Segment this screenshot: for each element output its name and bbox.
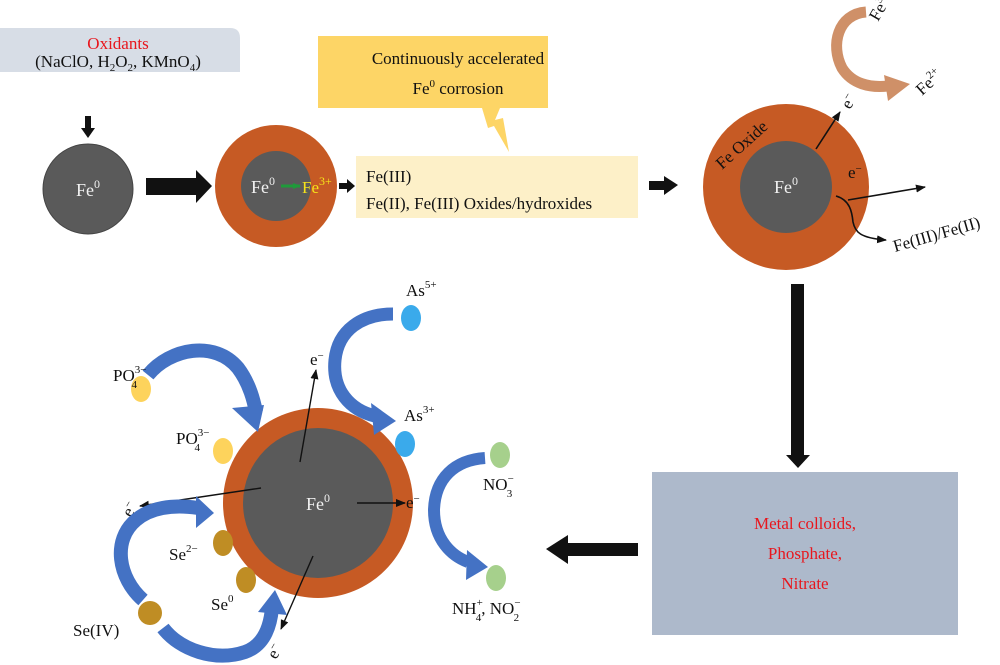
phosphate-dot-free <box>131 376 151 402</box>
oxidants-formula: (NaClO, H2O2, KMnO4) <box>35 52 201 74</box>
arsenic-arrowhead <box>371 403 396 435</box>
iron-core <box>241 151 311 221</box>
phosphate-dot-adsorbed <box>213 438 233 464</box>
selenium-lower-arrowhead <box>258 590 287 615</box>
products-line-1: Fe(III) <box>366 167 411 186</box>
products-box-background <box>356 156 638 218</box>
arrow-down-main <box>786 284 810 468</box>
outcome-line-2: Phosphate, <box>768 544 842 563</box>
products-line-2: Fe(II), Fe(III) Oxides/hydroxides <box>366 194 592 213</box>
electron-arrow-down <box>280 555 314 630</box>
redox-arrowhead <box>884 75 910 101</box>
oxidants-box-background <box>0 28 240 72</box>
arsenic-reduction: As5+ As3+ <box>328 279 437 457</box>
electron-arrow-up <box>299 369 319 463</box>
ammonium-nitrite-dot <box>486 565 506 591</box>
arrow-down-oxidant <box>81 116 95 138</box>
fe0-particle-main: Fe0 <box>223 408 413 598</box>
electron-label-up: e− <box>310 350 324 369</box>
electron-arrow-up <box>815 111 841 150</box>
corrosion-callout: Continuously accelerated Fe0 corrosion <box>318 36 548 152</box>
selenite-label: Se(IV) <box>73 621 119 640</box>
fe3-label: Fe3+ <box>302 174 332 197</box>
redox-fe2-label: Fe2+ <box>911 65 946 99</box>
electron-label-right: e− <box>848 163 862 182</box>
selenium0-label: Se0 <box>211 593 234 614</box>
arsenic-iii-label: As3+ <box>404 404 435 425</box>
selenium-upper-arrowhead <box>196 496 214 528</box>
callout-line-2: Fe0 corrosion <box>413 78 504 98</box>
nitrate-dot <box>490 442 510 468</box>
phosphate-label-free: PO3−4 <box>113 364 146 391</box>
nitrate-label: NO−3 <box>483 473 514 500</box>
oxidants-box: Oxidants (NaClO, H2O2, KMnO4) <box>0 28 240 74</box>
phosphate-label-adsorbed: PO3−4 <box>176 427 209 454</box>
fe0-label: Fe0 <box>251 174 275 197</box>
phosphate-blue-arrow <box>142 343 263 414</box>
fe0-label: Fe0 <box>774 174 798 197</box>
redox-cycle: Fe3+ Fe2+ <box>831 0 946 101</box>
redox-fe3-label: Fe3+ <box>864 0 896 24</box>
electron-label-right: e− <box>406 493 420 512</box>
selenium-upper-blue-arrow <box>113 499 200 606</box>
selenium0-dot <box>236 567 256 593</box>
fe0-label: Fe0 <box>76 177 100 200</box>
nitrate-blue-arrow <box>427 452 486 568</box>
release-arrow <box>835 195 887 244</box>
arrow-right-2 <box>339 179 355 193</box>
nitrate-reduction: NO−3 NH+4, NO−2 <box>427 442 521 624</box>
selenide-label: Se2− <box>169 543 198 564</box>
outcome-line-3: Nitrate <box>781 574 828 593</box>
iron-core <box>243 428 393 578</box>
selenite-dot <box>138 601 162 625</box>
phosphate-arrowhead <box>232 405 264 432</box>
oxidants-title: Oxidants <box>87 34 148 53</box>
nitrate-arrowhead <box>466 550 488 580</box>
outcome-line-1: Metal colloids, <box>754 514 856 533</box>
selenium-reduction: Se(IV) Se2− Se0 <box>73 496 287 663</box>
arrow-right-1 <box>146 170 212 203</box>
electron-arrow-right <box>847 184 926 201</box>
outcome-box-background <box>652 472 958 635</box>
arrow-left-main <box>546 535 638 564</box>
corrosion-callout-background <box>318 36 548 108</box>
arsenic-v-dot <box>401 305 421 331</box>
arsenic-v-label: As5+ <box>406 279 437 300</box>
phosphate-adsorption: PO3−4 PO3−4 <box>113 343 264 464</box>
fe0-particle-bare: Fe0 <box>42 143 134 235</box>
selenium-lower-blue-arrow <box>157 607 279 663</box>
lightning-bolt-icon <box>482 108 509 152</box>
fe3-fe2-release-label: Fe(III)/Fe(II) <box>891 213 982 256</box>
outcome-box: Metal colloids, Phosphate, Nitrate <box>652 472 958 635</box>
selenide-dot <box>213 530 233 556</box>
electron-label-up: e− <box>837 91 860 112</box>
callout-line-1: Continuously accelerated <box>372 49 545 68</box>
arsenic-iii-dot <box>395 431 415 457</box>
arrow-right-3 <box>649 176 678 195</box>
fe0-particle-corroding: Fe0 Fe3+ <box>215 125 337 247</box>
fe0-label: Fe0 <box>306 491 330 514</box>
ammonium-nitrite-label: NH+4, NO−2 <box>452 597 521 624</box>
arsenic-blue-arrow <box>328 307 394 423</box>
products-box: Fe(III) Fe(II), Fe(III) Oxides/hydroxide… <box>356 156 638 218</box>
redox-curved-arrow <box>831 6 889 92</box>
fe-oxide-particle: Fe0 Fe Oxide e− e− Fe(III)/Fe(II) <box>703 91 982 270</box>
iron-core <box>740 141 832 233</box>
